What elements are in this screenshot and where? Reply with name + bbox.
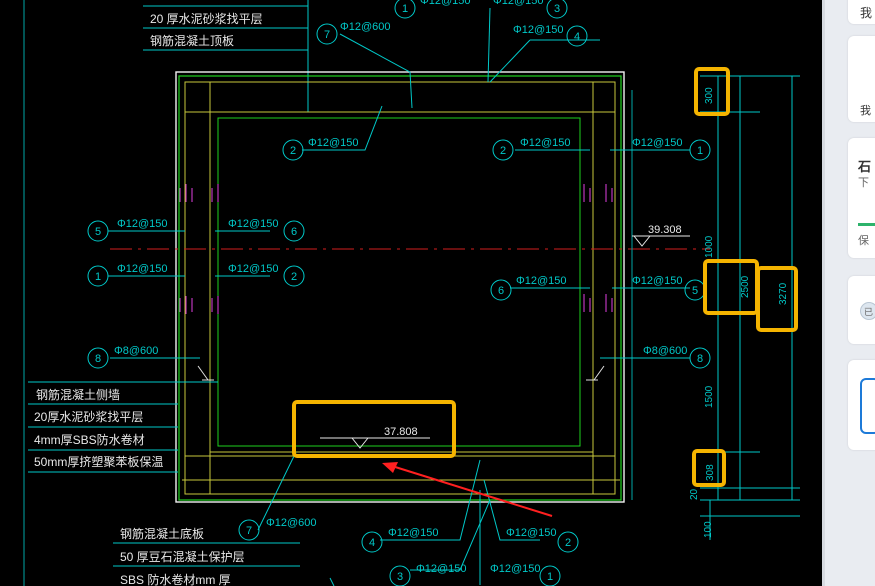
sidebar-card-4-text: 已 xyxy=(864,307,874,317)
elevation-lower-value: 37.808 xyxy=(384,426,418,438)
dim-308: 308 xyxy=(705,464,716,481)
bubble-7: 7 xyxy=(246,525,252,537)
rebar-label: Φ12@150 xyxy=(516,275,567,287)
sidebar-card-3-sub: 下 xyxy=(858,177,869,189)
sidebar-card-3[interactable]: 石 下 保 xyxy=(848,138,875,258)
sidebar-card-4[interactable]: 已 xyxy=(848,276,875,344)
sidebar-card-3-label: 保 xyxy=(858,235,869,247)
bubble-1: 1 xyxy=(547,571,553,583)
dim-1000: 1000 xyxy=(704,235,715,258)
bubble-2: 2 xyxy=(291,271,297,283)
bubble-2: 2 xyxy=(500,145,506,157)
sidebar-card-2[interactable]: 我 xyxy=(848,36,875,122)
bubble-6: 6 xyxy=(291,226,297,238)
wall-notes: 钢筋混凝土侧墙 20厚水泥砂浆找平层 4mm厚SBS防水卷材 50mm厚挤塑聚苯… xyxy=(28,381,218,473)
bubble-8: 8 xyxy=(697,353,703,365)
highlight-308 xyxy=(692,449,726,487)
note-bottom-2: 50 厚豆石混凝土保护层 xyxy=(120,549,245,564)
bubble-5: 5 xyxy=(95,226,101,238)
rebar-label: Φ8@600 xyxy=(114,345,158,357)
rebar-label: Φ12@150 xyxy=(506,527,557,539)
note-wall-2: 20厚水泥砂浆找平层 xyxy=(34,409,143,424)
side-panel: 我 我 石 下 保 已 xyxy=(822,0,875,586)
highlight-300 xyxy=(694,67,730,116)
note-wall-4: 50mm厚挤塑聚苯板保温 xyxy=(34,454,163,469)
elevation-lower: 37.808 xyxy=(320,426,430,449)
rebar-label: Φ12@600 xyxy=(340,21,391,33)
dimension-lines xyxy=(700,75,800,540)
bubble-4: 4 xyxy=(574,31,580,43)
bubble-1: 1 xyxy=(402,3,408,15)
progress-bar xyxy=(858,223,875,226)
rebar-label: Φ12@150 xyxy=(388,527,439,539)
rebar-labels: Φ12@150 Φ12@150 Φ12@600 Φ12@150 Φ12@150 … xyxy=(114,0,687,575)
highlight-37808 xyxy=(292,400,456,458)
dim-20: 20 xyxy=(689,488,700,500)
elevation-upper-value: 39.308 xyxy=(648,224,682,236)
bubble-1: 1 xyxy=(95,271,101,283)
rebar-label: Φ12@150 xyxy=(117,263,168,275)
rebar-label: Φ12@150 xyxy=(228,218,279,230)
bubble-2: 2 xyxy=(290,145,296,157)
red-arrow xyxy=(382,462,553,517)
sidebar-card-2-text: 我 xyxy=(860,105,871,117)
bubble-3: 3 xyxy=(397,571,403,583)
note-bottom-3: SBS 防水卷材mm 厚 xyxy=(120,572,231,586)
box-structure xyxy=(175,71,625,503)
note-top-2: 钢筋混凝土顶板 xyxy=(150,33,234,48)
note-top-1: 20 厚水泥砂浆找平层 xyxy=(150,11,263,26)
bubble-1: 1 xyxy=(697,145,703,157)
rebar-label: Φ12@150 xyxy=(513,24,564,36)
cad-drawing-canvas[interactable]: 20 厚水泥砂浆找平层 钢筋混凝土顶板 xyxy=(0,0,822,586)
rebar-label: Φ12@150 xyxy=(420,0,471,7)
bubble-7: 7 xyxy=(324,29,330,41)
dim-1500: 1500 xyxy=(704,385,715,408)
rebar-label: Φ12@150 xyxy=(228,263,279,275)
rebar-label: Φ12@150 xyxy=(490,563,541,575)
rebar-label: Φ12@150 xyxy=(632,137,683,149)
note-wall-3: 4mm厚SBS防水卷材 xyxy=(34,432,145,447)
dim-300: 300 xyxy=(704,87,715,104)
rebar-label: Φ12@600 xyxy=(266,517,317,529)
rebar-label: Φ12@150 xyxy=(308,137,359,149)
elevation-upper: 39.308 xyxy=(632,224,690,247)
highlight-3270 xyxy=(756,266,798,332)
rebar-label: Φ12@150 xyxy=(520,137,571,149)
bubble-6: 6 xyxy=(498,285,504,297)
rebar-label: Φ8@600 xyxy=(643,345,687,357)
avatar xyxy=(860,302,875,320)
bubble-2: 2 xyxy=(565,537,571,549)
bubble-4: 4 xyxy=(369,537,375,549)
dim-3270: 3270 xyxy=(778,282,789,305)
sidebar-card-1-text: 我 xyxy=(860,6,873,20)
dim-100: 100 xyxy=(703,521,714,538)
scrollbar[interactable] xyxy=(822,0,825,586)
sidebar-card-1[interactable]: 我 xyxy=(848,0,875,24)
rebar-label: Φ12@150 xyxy=(493,0,544,7)
note-bottom-1: 钢筋混凝土底板 xyxy=(120,526,204,541)
bubble-5: 5 xyxy=(692,285,698,297)
highlight-boxes xyxy=(292,67,798,487)
bubble-8: 8 xyxy=(95,353,101,365)
bubble-3: 3 xyxy=(554,3,560,15)
leaders xyxy=(108,7,690,585)
sidebar-card-3-title: 石 xyxy=(858,159,872,174)
note-wall-1: 钢筋混凝土侧墙 xyxy=(36,387,120,402)
dim-2500: 2500 xyxy=(740,275,751,298)
document-icon xyxy=(860,378,875,434)
bottom-notes: 钢筋混凝土底板 50 厚豆石混凝土保护层 SBS 防水卷材mm 厚 xyxy=(113,526,335,586)
rebar-label: Φ12@150 xyxy=(632,275,683,287)
top-notes: 20 厚水泥砂浆找平层 钢筋混凝土顶板 xyxy=(143,0,309,112)
rebar-label: Φ12@150 xyxy=(416,563,467,575)
rebar-label: Φ12@150 xyxy=(117,218,168,230)
sidebar-card-5[interactable] xyxy=(848,360,875,450)
